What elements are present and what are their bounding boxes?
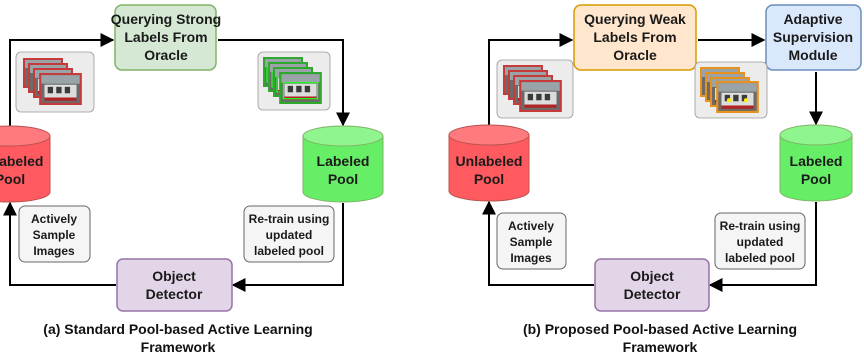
object-detector-a-label-1: Object xyxy=(152,268,196,284)
oracle-weak-label-1: Querying Weak xyxy=(584,11,686,27)
sample-note-a-label-3: Images xyxy=(33,244,75,258)
panel-a: Querying Strong Labels From Oracle Unlab… xyxy=(0,4,384,355)
unlabeled-pool-a-label-2: Pool xyxy=(0,171,25,187)
object-detector-b: Object Detector xyxy=(594,258,710,312)
oracle-weak-box xyxy=(573,4,697,71)
image-thumb xyxy=(278,72,323,104)
adaptive-supervision-label-1: Adaptive xyxy=(783,11,842,27)
retrain-note-a: Re-train using updated labeled pool xyxy=(243,205,335,263)
retrain-note-a-label-3: labeled pool xyxy=(254,244,324,258)
sample-note-b-label-1: Actively xyxy=(508,219,554,233)
oracle-strong-box xyxy=(114,4,217,71)
unlabeled-pool-a-top xyxy=(0,125,51,147)
edge-oracle-to-labeled xyxy=(218,39,350,127)
retrain-note-b-label-1: Re-train using xyxy=(720,219,801,233)
image-stack-weak-b xyxy=(694,61,768,119)
unlabeled-pool-b-body xyxy=(448,135,530,202)
oracle-strong-label-2: Labels From xyxy=(124,29,207,45)
oracle-strong-label-1: Querying Strong xyxy=(111,11,221,27)
caption-b-line-2: Framework xyxy=(623,339,698,355)
edge-detector-to-unlabeled xyxy=(2,201,116,286)
adaptive-supervision-label-3: Module xyxy=(789,47,838,63)
edge-labeled-to-detector xyxy=(231,203,344,292)
unlabeled-pool-a: Unlabeled Pool xyxy=(0,125,51,203)
unlabeled-pool-b: Unlabeled Pool xyxy=(448,124,530,202)
adaptive-supervision-label-2: Supervision xyxy=(773,29,853,45)
sample-note-a: Actively Sample Images xyxy=(18,205,91,263)
oracle-weak-label-3: Oracle xyxy=(613,47,657,63)
retrain-note-a-box xyxy=(243,205,335,263)
retrain-note-b-box xyxy=(714,212,806,270)
image-stack-labeled-a xyxy=(257,51,331,111)
adaptive-supervision-box xyxy=(765,4,862,71)
object-detector-b-box xyxy=(594,258,710,312)
edge-detector-to-unlabeled-b xyxy=(482,200,594,286)
sample-note-a-label-2: Sample xyxy=(33,228,76,242)
unlabeled-pool-b-top xyxy=(448,124,530,146)
image-stack-unlabeled-b xyxy=(496,59,574,119)
image-thumb xyxy=(519,80,562,112)
labeled-pool-b-body xyxy=(779,135,853,202)
panel-b: Querying Weak Labels From Oracle Adaptiv… xyxy=(448,4,862,355)
sample-note-b-label-3: Images xyxy=(510,251,552,265)
image-thumb xyxy=(716,81,759,113)
labeled-pool-a-label-1: Labeled xyxy=(317,153,370,169)
labeled-pool-b: Labeled Pool xyxy=(779,124,853,202)
oracle-strong-label-3: Oracle xyxy=(144,47,188,63)
labeled-pool-b-label-1: Labeled xyxy=(790,153,843,169)
sample-note-a-box xyxy=(18,205,91,263)
edge-unlabeled-to-oracle xyxy=(9,33,115,126)
labeled-pool-a-label-2: Pool xyxy=(328,171,358,187)
labeled-pool-a: Labeled Pool xyxy=(302,125,384,203)
sample-note-b-box xyxy=(496,212,567,270)
object-detector-b-label-2: Detector xyxy=(624,286,681,302)
unlabeled-pool-a-body xyxy=(0,136,51,203)
labeled-pool-a-top xyxy=(302,125,384,147)
image-stack-unlabeled-a xyxy=(15,51,95,113)
oracle-strong-node: Querying Strong Labels From Oracle xyxy=(111,4,221,71)
labeled-pool-a-body xyxy=(302,136,384,203)
unlabeled-pool-b-label-1: Unlabeled xyxy=(456,153,523,169)
labeled-pool-b-top xyxy=(779,124,853,146)
sample-note-a-label-1: Actively xyxy=(31,212,77,226)
object-detector-b-label-1: Object xyxy=(630,268,674,284)
unlabeled-pool-a-label-1: Unlabeled xyxy=(0,153,43,169)
sample-note-b: Actively Sample Images xyxy=(496,212,567,270)
edge-unlabeled-to-oracle-b xyxy=(488,33,574,125)
object-detector-a-label-2: Detector xyxy=(146,286,203,302)
retrain-note-b-label-3: labeled pool xyxy=(725,251,795,265)
caption-a-line-1: (a) Standard Pool-based Active Learning xyxy=(43,321,312,337)
oracle-weak-label-2: Labels From xyxy=(593,29,676,45)
retrain-note-a-label-1: Re-train using xyxy=(249,212,330,226)
caption-a-line-2: Framework xyxy=(141,339,216,355)
oracle-weak-node: Querying Weak Labels From Oracle xyxy=(573,4,697,71)
object-detector-a: Object Detector xyxy=(116,258,233,312)
unlabeled-pool-b-label-2: Pool xyxy=(474,171,504,187)
edge-labeled-to-detector-b xyxy=(708,202,817,292)
sample-note-b-label-2: Sample xyxy=(510,235,553,249)
image-thumb xyxy=(39,73,82,105)
caption-b-line-1: (b) Proposed Pool-based Active Learning xyxy=(523,321,797,337)
labeled-pool-b-label-2: Pool xyxy=(801,171,831,187)
adaptive-supervision-node: Adaptive Supervision Module xyxy=(765,4,862,71)
retrain-note-a-label-2: updated xyxy=(266,228,313,242)
retrain-note-b: Re-train using updated labeled pool xyxy=(714,212,806,270)
retrain-note-b-label-2: updated xyxy=(737,235,784,249)
object-detector-a-box xyxy=(116,258,233,312)
